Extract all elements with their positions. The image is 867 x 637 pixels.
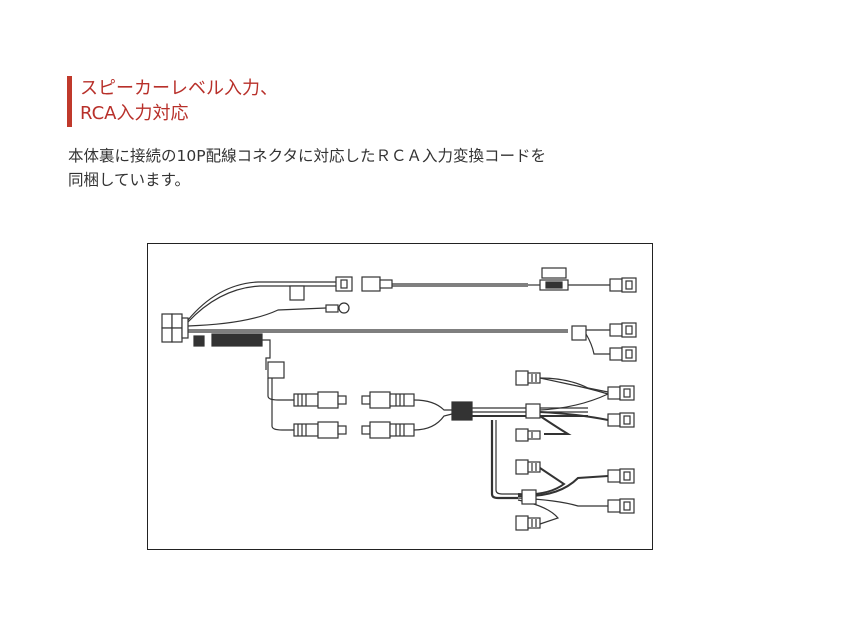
speaker-connector-top-left bbox=[335, 276, 353, 292]
wiring-harness-illustration bbox=[161, 267, 637, 531]
speaker-connector-right-a bbox=[515, 370, 541, 386]
heading-line-1: スピーカーレベル入力、 bbox=[80, 78, 278, 99]
speaker-connector-left-d bbox=[515, 428, 541, 442]
ground-ring-terminal bbox=[325, 302, 350, 314]
power-connector-right bbox=[609, 277, 637, 293]
heading-title: スピーカーレベル入力、 RCA入力対応 bbox=[80, 76, 278, 126]
remote-connector-right-1 bbox=[609, 322, 637, 338]
remote-connector-right-2 bbox=[609, 346, 637, 362]
heading-accent-bar bbox=[67, 76, 72, 127]
speaker-connector-right-b bbox=[607, 385, 635, 401]
speaker-connector-lower-c bbox=[607, 498, 635, 514]
rca-jack-lower bbox=[361, 421, 415, 439]
speaker-connector-lower-d bbox=[515, 515, 541, 531]
fuse-holder bbox=[539, 267, 569, 291]
main-10p-connector bbox=[161, 313, 189, 343]
rca-plug-left-lower bbox=[293, 421, 347, 439]
speaker-connector-right-c bbox=[607, 412, 635, 428]
speaker-connector-lower-a bbox=[515, 459, 541, 475]
speaker-connector-lower-b bbox=[607, 468, 635, 484]
speaker-connector-top-mid bbox=[361, 276, 393, 292]
description-line-2: 同梱しています。 bbox=[68, 171, 190, 189]
description-text: 本体裏に接続の10P配線コネクタに対応したＲＣＡ入力変換コードを 同梱しています… bbox=[68, 144, 546, 192]
description-line-1: 本体裏に接続の10P配線コネクタに対応したＲＣＡ入力変換コードを bbox=[68, 147, 546, 165]
wiring-diagram bbox=[147, 243, 653, 550]
rca-jack-upper bbox=[361, 391, 415, 409]
heading-line-2: RCA入力対応 bbox=[80, 103, 189, 124]
rca-plug-left-upper bbox=[293, 391, 347, 409]
